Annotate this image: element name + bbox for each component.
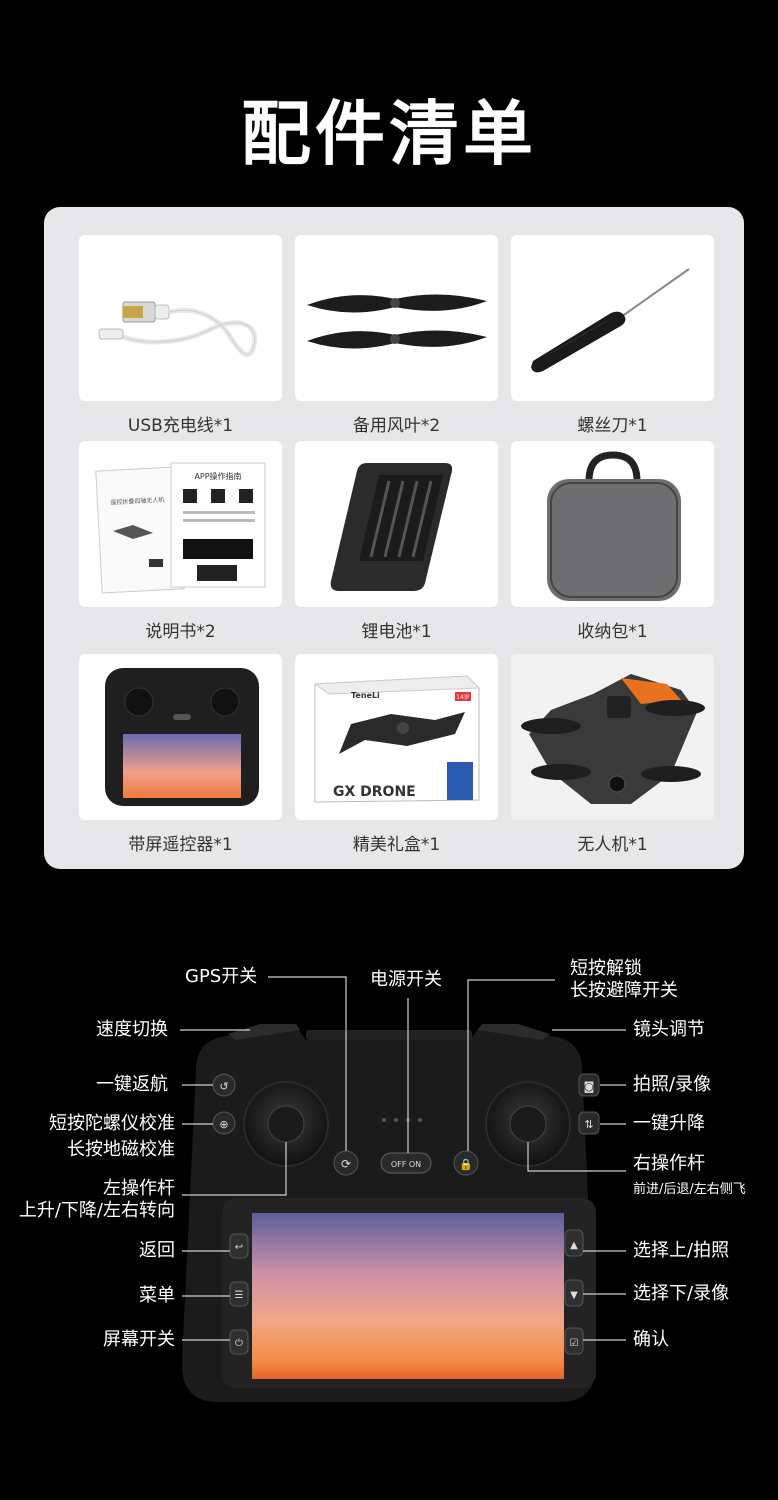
screwdriver-icon: [531, 268, 690, 373]
unlock-callout-line2: 长按避障开关: [570, 980, 678, 1001]
box-brand: TeneLi: [351, 691, 380, 700]
power-switch-label: OFF ON: [391, 1160, 421, 1169]
box-icon: TeneLi 14岁 GX DRONE: [313, 675, 481, 803]
screwdriver-card: [511, 235, 714, 401]
left-stick-callout-line2: 上升/下降/左右转向: [18, 1200, 175, 1221]
right-stick-callout-sub: 前进/后退/左右侧飞: [633, 1182, 746, 1197]
takeoff-land-icon: ⇅: [584, 1118, 593, 1131]
usb-cable-label: USB充电线*1: [127, 416, 234, 436]
manual-cover-title: 遥控折叠四轴无人机: [110, 496, 164, 507]
gyro-callout-line2: 长按地磁校准: [67, 1139, 175, 1160]
remote-icon: [105, 668, 259, 806]
confirm-callout: 确认: [633, 1329, 669, 1350]
back-icon: ↩: [235, 1242, 243, 1253]
gps-icon: ⟳: [341, 1157, 351, 1171]
gps-callout: GPS开关: [185, 966, 258, 987]
gyro-callout-line1: 短按陀螺仪校准: [49, 1113, 175, 1134]
arrow-up-icon: ▲: [570, 1240, 578, 1251]
lock-icon: 🔒: [459, 1158, 473, 1171]
manual-label: 说明书*2: [145, 622, 216, 642]
screen-power-icon: ⏻: [235, 1338, 243, 1349]
select-up-button[interactable]: [564, 1229, 584, 1257]
battery-icon: [330, 463, 453, 591]
select-down-callout: 选择下/录像: [633, 1283, 730, 1304]
callout-lines: [180, 976, 626, 1341]
select-up-callout: 选择上/拍照: [633, 1240, 730, 1261]
confirm-icon: ☑: [570, 1338, 579, 1349]
usb-cable-card: [79, 235, 282, 401]
takeoff-land-callout: 一键升降: [633, 1113, 705, 1134]
confirm-button[interactable]: [564, 1327, 584, 1355]
bag-card: [511, 441, 714, 607]
back-callout: 返回: [139, 1240, 175, 1261]
propeller-icon: [307, 294, 487, 349]
remote-screen: [252, 1213, 564, 1379]
usb-cable-icon: [98, 301, 258, 358]
bag-icon: [547, 451, 681, 601]
unlock-button[interactable]: [453, 1150, 479, 1176]
return-home-icon: ↺: [219, 1080, 228, 1093]
arrow-down-icon: ▼: [570, 1290, 578, 1301]
photo-video-button[interactable]: [578, 1073, 600, 1097]
remote-card: [79, 654, 282, 820]
page-title: 配件清单: [241, 93, 537, 175]
menu-callout: 菜单: [139, 1285, 175, 1306]
remote-label: 带屏遥控器*1: [128, 835, 233, 855]
propeller-label: 备用风叶*2: [352, 416, 441, 436]
accessory-panel: USB充电线*1 备用风叶*2 螺丝刀*1 APP操作指南 遥控折叠四轴无人机: [44, 207, 744, 869]
speed-callout: 速度切换: [96, 1019, 168, 1040]
gyro-icon: ⊕: [219, 1118, 228, 1131]
gyro-button[interactable]: [212, 1111, 236, 1135]
takeoff-land-button[interactable]: [578, 1111, 600, 1135]
screwdriver-label: 螺丝刀*1: [577, 416, 648, 436]
power-switch[interactable]: [380, 1152, 432, 1174]
battery-label: 锂电池*1: [361, 622, 432, 642]
manual-app-guide: APP操作指南: [194, 471, 241, 481]
return-home-callout: 一键返航: [96, 1074, 168, 1095]
gift-box-card: TeneLi 14岁 GX DRONE: [295, 654, 498, 820]
drone-label: 无人机*1: [577, 835, 648, 855]
screen-switch-button[interactable]: [229, 1329, 249, 1355]
manual-card: APP操作指南 遥控折叠四轴无人机: [79, 441, 282, 607]
unlock-callout-line1: 短按解锁: [570, 958, 642, 979]
gift-box-label: 精美礼盒*1: [352, 835, 441, 855]
drone-card: [511, 654, 714, 820]
box-age-badge: 14岁: [456, 693, 470, 701]
screen-switch-callout: 屏幕开关: [103, 1329, 175, 1350]
camera-icon: ◙: [584, 1080, 595, 1093]
box-model: GX DRONE: [333, 784, 416, 800]
right-stick-callout: 右操作杆: [633, 1153, 705, 1174]
menu-icon: ☰: [235, 1290, 244, 1301]
drone-icon: [511, 654, 714, 820]
manual-icon: APP操作指南 遥控折叠四轴无人机: [95, 462, 266, 594]
back-button[interactable]: [229, 1233, 249, 1259]
battery-card: [295, 441, 498, 607]
menu-button[interactable]: [229, 1281, 249, 1307]
propeller-card: [295, 235, 498, 401]
bag-label: 收纳包*1: [577, 622, 648, 642]
power-callout: 电源开关: [370, 969, 442, 990]
photo-video-callout: 拍照/录像: [633, 1074, 712, 1095]
select-down-button[interactable]: [564, 1279, 584, 1307]
lens-callout: 镜头调节: [633, 1019, 705, 1040]
left-stick-callout-line1: 左操作杆: [103, 1178, 175, 1199]
